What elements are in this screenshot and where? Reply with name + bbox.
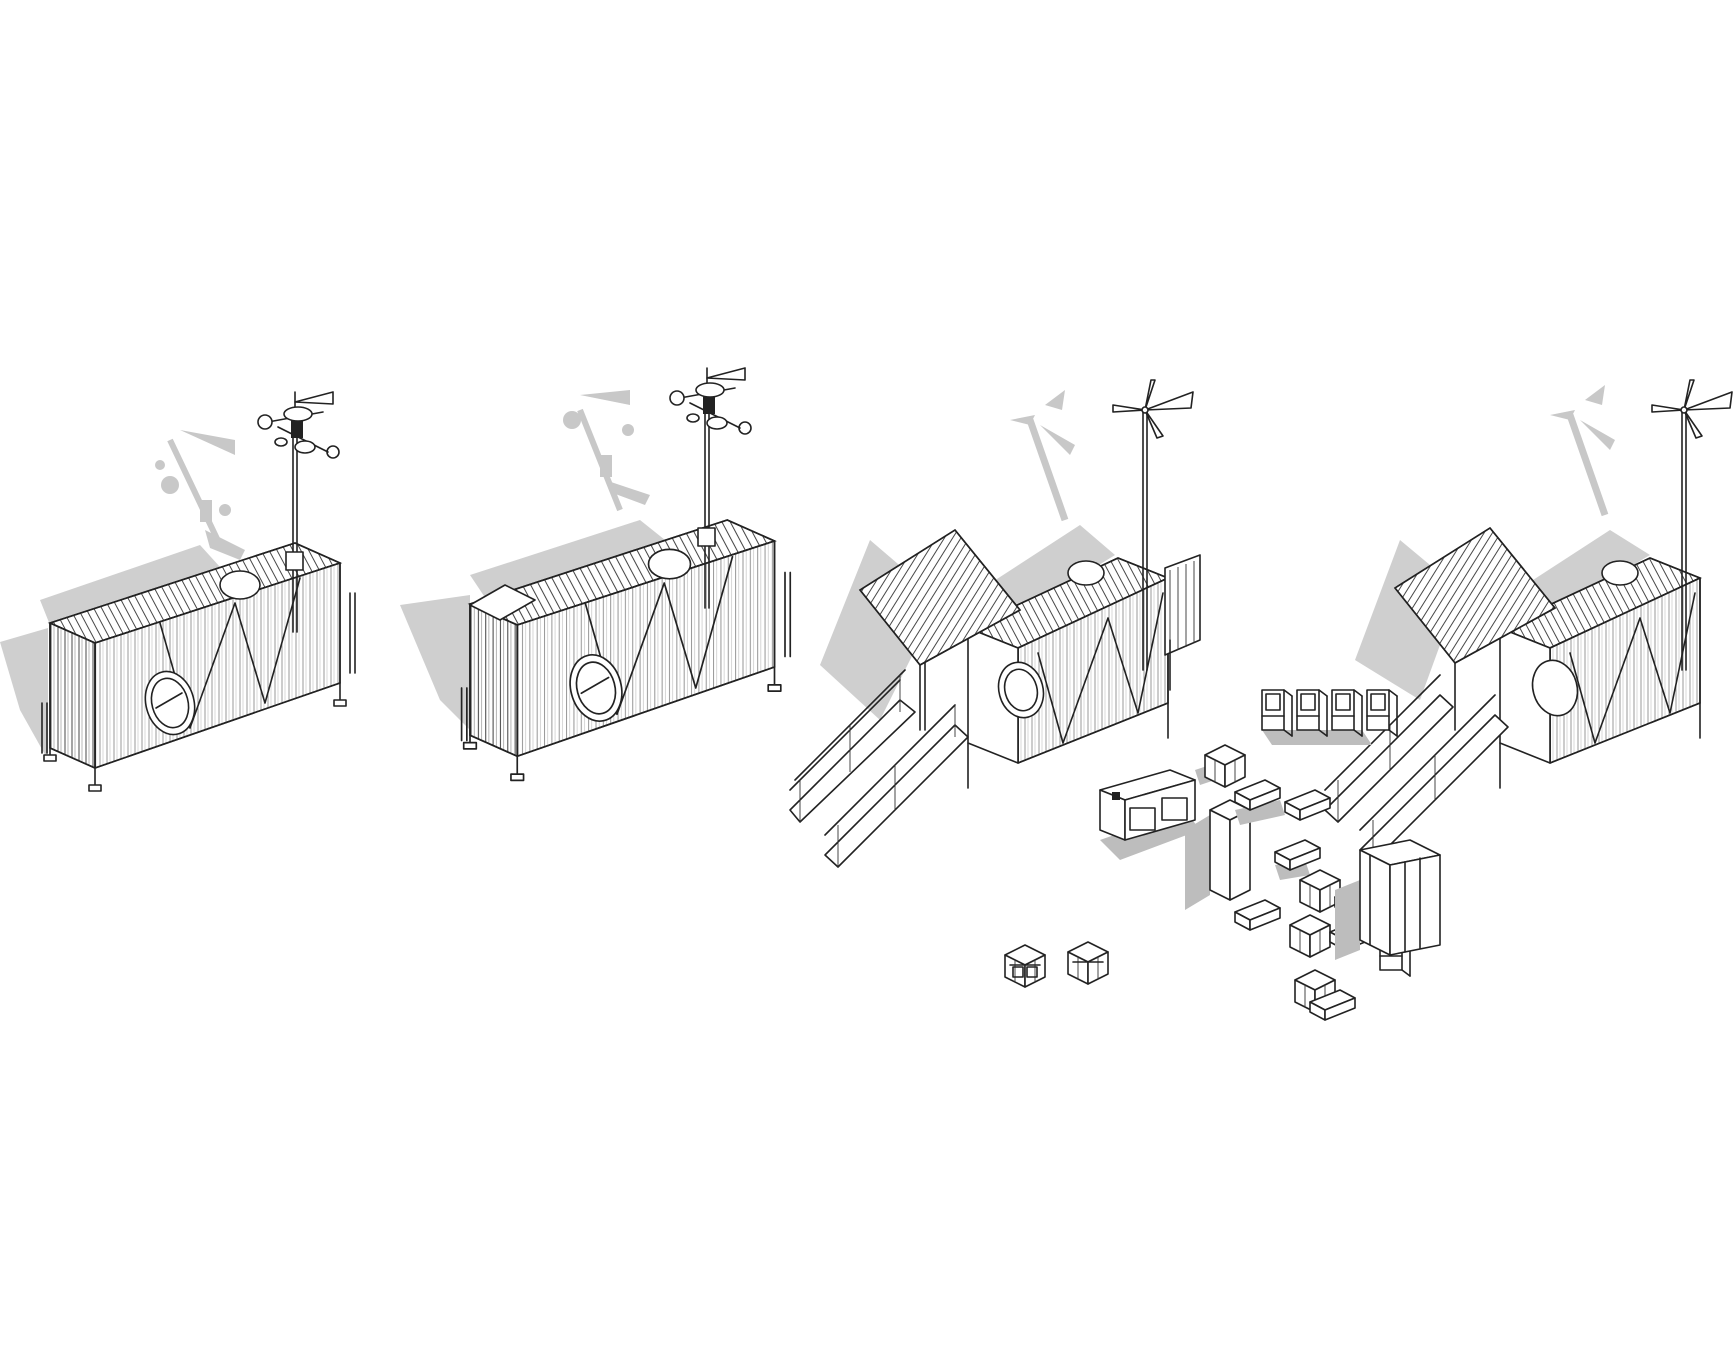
storage-box [1004, 944, 1046, 988]
tall-shelf [1335, 839, 1441, 960]
ramp-icon [789, 669, 969, 868]
container-icon [460, 519, 792, 782]
counter-unit [1099, 769, 1200, 860]
mast-shadow [155, 430, 245, 560]
ramp-icon [1324, 674, 1509, 863]
shelving-unit [1261, 689, 1398, 745]
container-icon [1497, 557, 1703, 789]
door-panel [1164, 554, 1201, 691]
roof-panel-open [858, 528, 1022, 731]
storage-box [1067, 941, 1109, 985]
roof-panel-open [1393, 526, 1557, 731]
side-flap [469, 584, 536, 621]
shadow [980, 525, 1115, 620]
turbine-shadow [1010, 390, 1075, 522]
stage-2 [400, 367, 792, 782]
stage-1 [0, 391, 356, 792]
stage-4 [1324, 379, 1733, 863]
stage-3 [789, 379, 1201, 868]
furniture-icon [1004, 689, 1441, 1021]
shadow [0, 628, 48, 760]
shadow [400, 595, 470, 730]
mast-shadow [563, 390, 650, 512]
container-icon [41, 542, 356, 792]
container-icon [965, 557, 1171, 789]
turbine-shadow [1550, 385, 1615, 517]
